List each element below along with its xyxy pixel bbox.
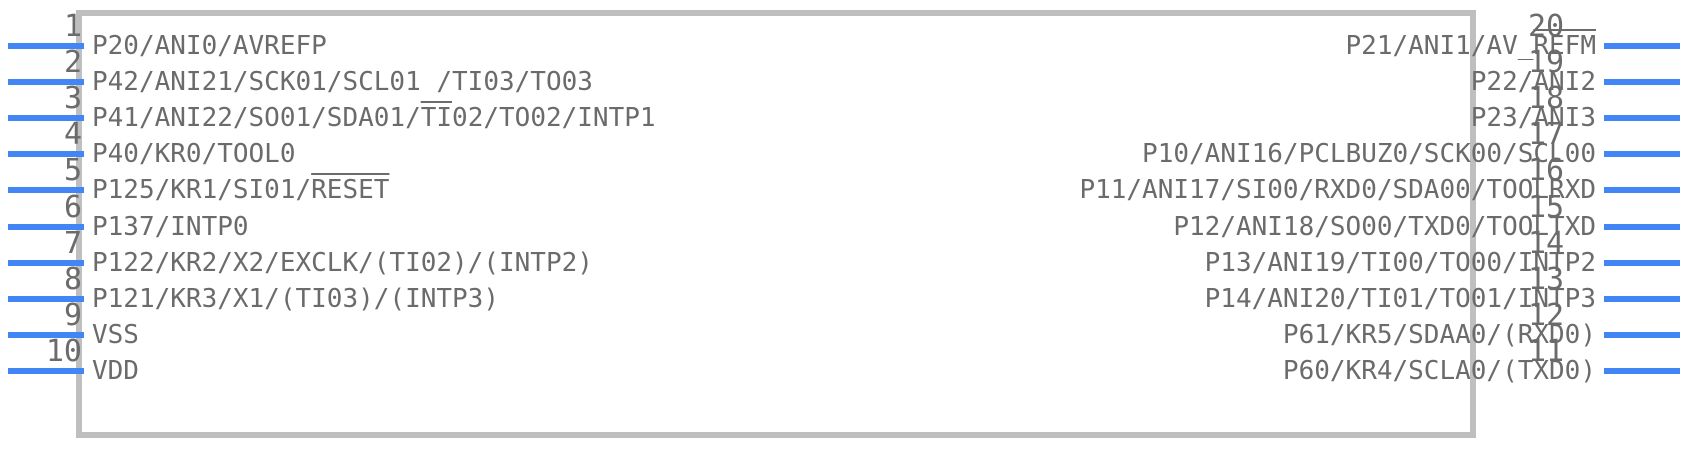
- pin-number-4: 4: [63, 117, 82, 153]
- pin-label-15: P12/ANI18/SO00/TXD0/TOOLTXD: [1173, 211, 1596, 242]
- pin-lead-9[interactable]: [8, 331, 84, 338]
- pin-label-11: P60/KR4/SCLA0/(TXD0): [1282, 355, 1596, 386]
- pin-number-19: 19: [1528, 45, 1565, 81]
- pin-lead-20[interactable]: [1604, 43, 1680, 49]
- pin-label-9: VSS: [92, 319, 139, 350]
- pin-lead-10[interactable]: [8, 367, 84, 374]
- pin-label-10: VDD: [92, 355, 139, 386]
- pin-label-8: P121/KR3/X1/(TI03)/(INTP3): [92, 283, 499, 314]
- pin-lead-6[interactable]: [8, 223, 84, 230]
- pin-lead-3[interactable]: [8, 115, 84, 122]
- pin-label-4: P40/KR0/TOOL0: [92, 139, 296, 170]
- pin-number-10: 10: [45, 333, 82, 369]
- pin-lead-15[interactable]: [1604, 223, 1680, 230]
- pin-number-18: 18: [1528, 81, 1565, 117]
- pin-lead-11[interactable]: [1604, 367, 1680, 374]
- pin-number-17: 17: [1528, 117, 1565, 153]
- overline-span: REFM: [1533, 31, 1596, 61]
- pin-lead-18[interactable]: [1604, 115, 1680, 122]
- pin-lead-8[interactable]: [8, 295, 84, 302]
- pin-lead-2[interactable]: [8, 79, 84, 86]
- pin-label-16: P11/ANI17/SI00/RXD0/SDA00/TOOLRXD: [1079, 175, 1596, 206]
- pin-number-5: 5: [63, 153, 82, 189]
- pin-number-13: 13: [1528, 261, 1565, 297]
- pin-lead-4[interactable]: [8, 151, 84, 158]
- pin-label-6: P137/INTP0: [92, 211, 249, 242]
- pin-label-14: P13/ANI19/TI00/TO00/INTP2: [1204, 247, 1596, 278]
- pin-number-12: 12: [1528, 297, 1565, 333]
- pin-number-9: 9: [63, 297, 82, 333]
- chip-body-outline: [76, 10, 1476, 438]
- pin-label-20: P21/ANI1/AV_REFM: [1345, 31, 1596, 61]
- pin-number-20: 20: [1528, 9, 1565, 44]
- pin-label-2: P42/ANI21/SCK01/SCL01 /TI03/TO03: [92, 67, 593, 98]
- pin-lead-1[interactable]: [8, 43, 84, 49]
- pin-label-18: P23/ANI3: [1470, 103, 1596, 134]
- pin-number-16: 16: [1528, 153, 1565, 189]
- pin-label-5: P125/KR1/SI01/RESET: [92, 175, 390, 206]
- pin-number-11: 11: [1528, 333, 1565, 369]
- pin-label-1: P20/ANI0/AVREFP: [92, 31, 327, 61]
- pin-label-19: P22/ANI2: [1470, 67, 1596, 98]
- pin-number-14: 14: [1528, 225, 1565, 261]
- pin-lead-7[interactable]: [8, 259, 84, 266]
- pin-lead-13[interactable]: [1604, 295, 1680, 302]
- pin-lead-16[interactable]: [1604, 187, 1680, 194]
- pin-number-6: 6: [63, 189, 82, 225]
- pin-label-17: P10/ANI16/PCLBUZ0/SCK00/SCL00: [1142, 139, 1596, 170]
- overline-span: RESET: [311, 175, 390, 206]
- pin-number-2: 2: [63, 45, 82, 81]
- pin-number-15: 15: [1528, 189, 1565, 225]
- pin-lead-5[interactable]: [8, 187, 84, 194]
- overline-span: TI: [420, 103, 453, 134]
- pin-number-3: 3: [63, 81, 82, 117]
- pin-number-7: 7: [63, 225, 82, 261]
- pin-label-12: P61/KR5/SDAA0/(RXD0): [1282, 319, 1596, 350]
- pin-label-3: P41/ANI22/SO01/SDA01/TI02/TO02/INTP1: [92, 103, 656, 134]
- pin-lead-19[interactable]: [1604, 79, 1680, 86]
- pin-label-13: P14/ANI20/TI01/TO01/INTP3: [1204, 283, 1596, 314]
- pin-number-1: 1: [63, 9, 82, 44]
- pin-lead-12[interactable]: [1604, 331, 1680, 338]
- pin-label-7: P122/KR2/X2/EXCLK/(TI02)/(INTP2): [92, 247, 593, 278]
- pin-lead-14[interactable]: [1604, 259, 1680, 266]
- pin-number-8: 8: [63, 261, 82, 297]
- pin-lead-17[interactable]: [1604, 151, 1680, 158]
